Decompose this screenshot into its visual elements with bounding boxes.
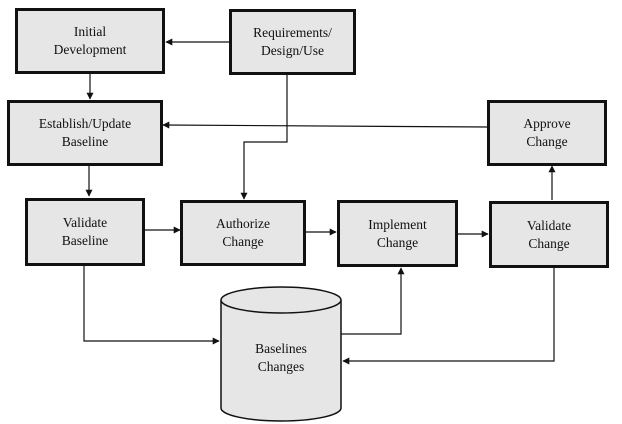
validate-baseline-line-1: Validate xyxy=(62,215,108,230)
arrow-approve-to-establish xyxy=(162,121,489,129)
requirements-line-2: Design/Use xyxy=(261,43,324,58)
baselines-changes-label: Baselines Changes xyxy=(221,336,341,380)
arrow-requirements-to-authorize xyxy=(240,75,288,200)
authorize-change-box: Authorize Change xyxy=(180,200,306,266)
baselines-store-line-1: Baselines xyxy=(255,341,307,356)
validate-baseline-line-2: Baseline xyxy=(61,233,109,248)
arrow-validate-change-to-store xyxy=(342,268,555,365)
initial-development-line-1: Initial xyxy=(73,24,107,39)
approve-change-line-2: Change xyxy=(526,134,568,149)
authorize-change-line-2: Change xyxy=(222,234,264,249)
implement-change-line-1: Implement xyxy=(368,216,427,232)
baselines-store-line-2: Changes xyxy=(257,359,305,374)
validate-change-line-2: Change xyxy=(528,235,570,251)
establish-update-baseline-box: Establish/Update Baseline xyxy=(7,100,163,166)
authorize-change-line-1: Authorize xyxy=(216,216,270,231)
implement-change-line-2: Change xyxy=(376,234,419,250)
requirements-line-1: Requirements/ xyxy=(253,25,332,40)
establish-baseline-line-2: Baseline xyxy=(61,134,109,149)
approve-change-box: Approve Change xyxy=(487,100,607,166)
validate-change-line-1: Validate xyxy=(526,217,572,233)
validate-baseline-box: Validate Baseline xyxy=(25,198,145,266)
implement-change-box: Implement Change xyxy=(337,200,458,267)
requirements-design-use-box: Requirements/ Design/Use xyxy=(229,9,356,75)
validate-change-box: Validate Change xyxy=(489,201,609,268)
arrow-validate-baseline-to-store xyxy=(83,266,220,345)
initial-development-box: Initial Development xyxy=(15,8,165,74)
establish-baseline-line-1: Establish/Update xyxy=(38,116,132,131)
approve-change-line-1: Approve xyxy=(523,116,571,131)
initial-development-line-2: Development xyxy=(53,42,127,57)
baselines-cylinder xyxy=(220,286,342,422)
arrow-store-to-implement xyxy=(341,267,405,335)
